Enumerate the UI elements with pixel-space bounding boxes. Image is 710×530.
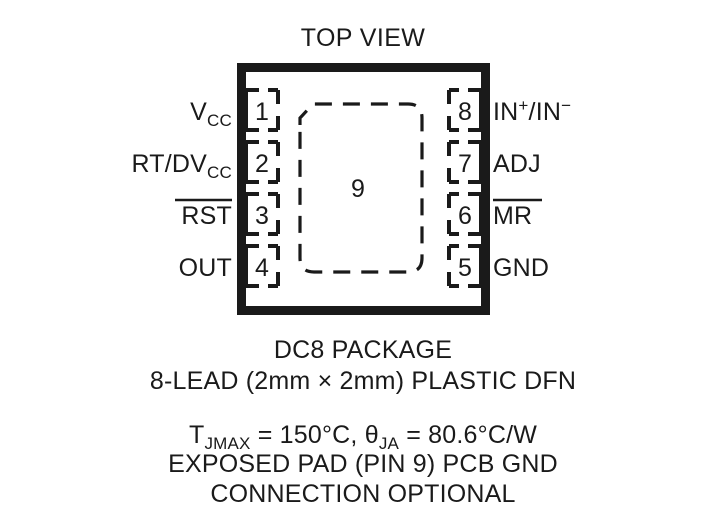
pin-pad-4: 4 — [244, 244, 280, 288]
pin-number-4: 4 — [255, 254, 269, 282]
pin-label-adj: ADJ — [493, 150, 541, 178]
pin-number-1: 1 — [255, 98, 269, 126]
top-view-title: TOP VIEW — [301, 24, 426, 52]
pin-label-in-base: IN — [493, 98, 518, 126]
caption-thermal-spec: TJMAX = 150°C, θJA = 80.6°C/W — [189, 421, 537, 453]
package-body-outline — [237, 63, 490, 315]
thermal-tj-base: T — [189, 421, 204, 449]
caption-lead-count: 8-LEAD (2mm × 2mm) PLASTIC DFN — [150, 367, 576, 395]
pin-label-in-slash: /IN — [529, 98, 562, 126]
pin-label-adj-text: ADJ — [493, 150, 541, 178]
pin-label-out-text: OUT — [179, 254, 232, 282]
thermal-tj-value: = 150°C, — [251, 421, 365, 449]
pin-label-in-superscript-plus: + — [518, 96, 528, 115]
pin-number-7: 7 — [458, 150, 472, 178]
pin-pad-1: 1 — [244, 88, 280, 132]
caption-exposed-pad-note: EXPOSED PAD (PIN 9) PCB GND — [168, 450, 558, 478]
svg-text:IN+/IN−: IN+/IN− — [493, 96, 571, 126]
pin-label-in-plus-minus: IN+/IN− — [493, 96, 571, 126]
pin-label-gnd-text: GND — [493, 254, 549, 282]
thermal-tj-subscript: JMAX — [204, 434, 250, 453]
pin-label-mr-text: MR — [493, 202, 532, 230]
thermal-theta-base: θ — [365, 421, 379, 449]
pin-pad-5: 5 — [447, 244, 483, 288]
pin-label-rtdvcc: RT/DVCC — [131, 150, 232, 182]
pin-pad-7: 7 — [447, 140, 483, 184]
svg-text:TJMAX = 150°C, θJA = 80.6°C/W: TJMAX = 150°C, θJA = 80.6°C/W — [189, 421, 537, 453]
pin-label-in-superscript-minus: − — [561, 96, 571, 115]
pin-pad-3: 3 — [244, 192, 280, 236]
caption-package-name: DC8 PACKAGE — [274, 336, 452, 364]
exposed-pad-number: 9 — [351, 175, 365, 203]
pin-label-vcc-base: V — [190, 98, 207, 126]
pin-number-3: 3 — [255, 202, 269, 230]
pin-label-rtdvcc-base: RT/DV — [131, 150, 207, 178]
pin-label-mr: MR — [493, 198, 542, 230]
pin-label-rst-text: RST — [181, 202, 232, 230]
pin-label-rtdvcc-subscript: CC — [207, 163, 232, 182]
pin-label-gnd: GND — [493, 254, 549, 282]
pin-label-rst: RST — [175, 198, 232, 230]
pin-label-out: OUT — [179, 254, 232, 282]
pin-number-5: 5 — [458, 254, 472, 282]
svg-text:VCC: VCC — [190, 98, 232, 130]
thermal-theta-subscript: JA — [379, 434, 400, 453]
pin-number-2: 2 — [255, 150, 269, 178]
pin-pad-6: 6 — [447, 192, 483, 236]
pin-number-8: 8 — [458, 98, 472, 126]
thermal-theta-value: = 80.6°C/W — [399, 421, 537, 449]
exposed-pad-outline — [298, 102, 424, 274]
caption-connection-note: CONNECTION OPTIONAL — [210, 480, 515, 508]
svg-text:RT/DVCC: RT/DVCC — [131, 150, 232, 182]
pin-number-6: 6 — [458, 202, 472, 230]
pin-label-vcc-subscript: CC — [207, 111, 232, 130]
pin-pad-8: 8 — [447, 88, 483, 132]
pin-label-vcc: VCC — [190, 98, 232, 130]
pin-pad-2: 2 — [244, 140, 280, 184]
